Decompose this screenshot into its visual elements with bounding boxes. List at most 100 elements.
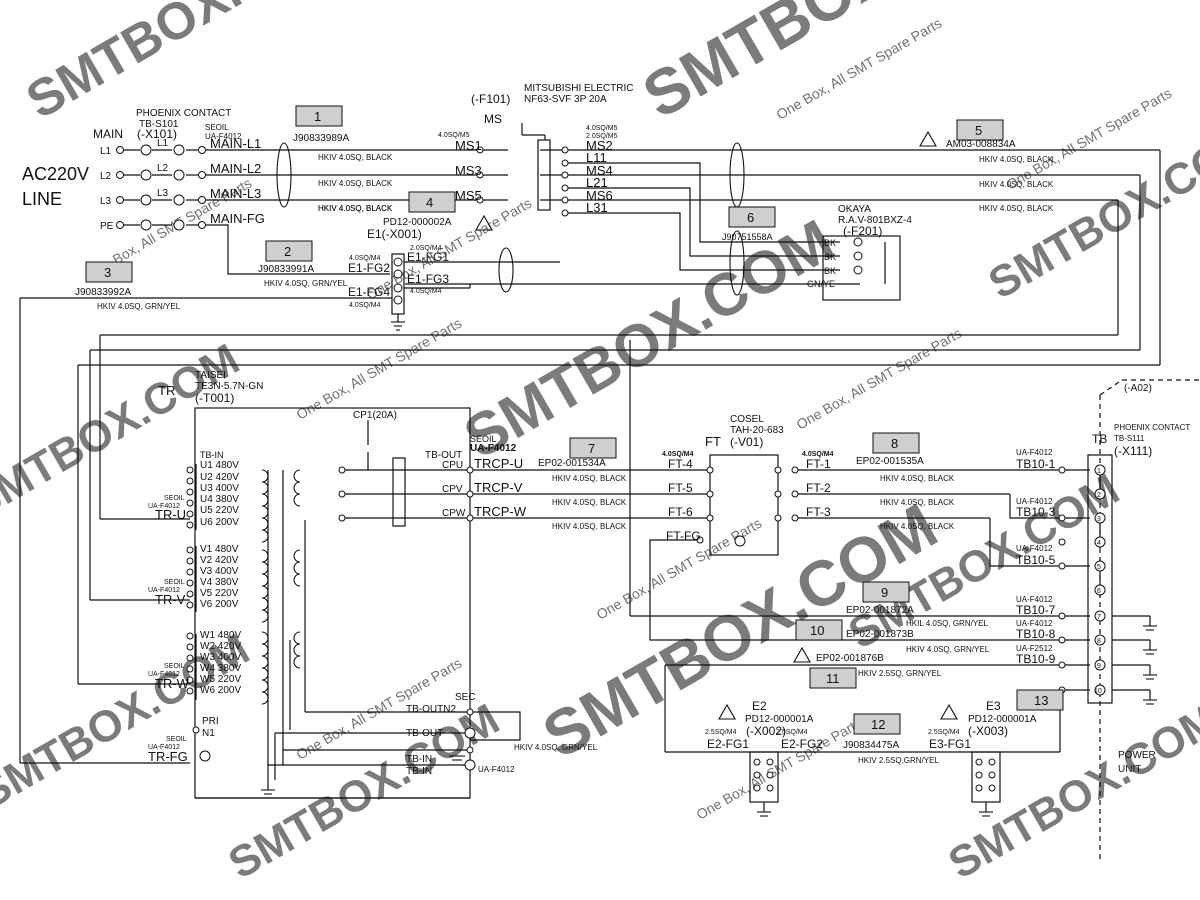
e2-fg1-label: E2-FG1 — [707, 737, 749, 751]
x101-label: (-X101) — [137, 127, 177, 141]
gnye-label: GN/YE — [807, 279, 835, 289]
t001-label: (-T001) — [195, 391, 234, 405]
ua-f4012-r8: UA-F4012 — [1016, 619, 1053, 628]
l2-in-label: L2 — [100, 171, 112, 182]
hkiv-black-3: HKIV 4.0SQ, BLACK — [318, 204, 393, 213]
ua-f4012-fg-label: UA-F4012 — [148, 744, 180, 751]
main-fg-label: MAIN-FG — [210, 211, 265, 226]
ep02-001534a-label: EP02-001534A — [538, 458, 606, 469]
v6-label: V6 200V — [200, 599, 239, 610]
svg-text:One Box, All SMT Spare Parts: One Box, All SMT Spare Parts — [294, 315, 465, 423]
pri-label: PRI — [202, 716, 219, 727]
hkiv-black-f1: HKIV 4.0SQ, BLACK — [880, 474, 955, 483]
hkiv-grnyel-2: HKIV 4.0SQ, GRN/YEL — [97, 302, 181, 311]
l21-label: L21 — [586, 175, 608, 190]
e3-fg1-label: E3-FG1 — [929, 737, 971, 751]
callout-9: 9 — [881, 585, 888, 600]
u1-label: U1 480V — [200, 460, 239, 471]
ua-f4012-r7: UA-F4012 — [1016, 595, 1053, 604]
ep02-001876b-label: EP02-001876B — [816, 653, 884, 664]
ua-f4012-out-label: UA-F4012 — [470, 443, 517, 454]
tr-label: TR — [158, 383, 175, 398]
warning-icon — [793, 646, 811, 663]
tr-u-label: TR-U — [155, 507, 186, 522]
a02-label: (-A02) — [1124, 383, 1152, 394]
seoil-v-label: SEOIL — [164, 579, 185, 586]
w40-m4-ft-l: 4.0SQ/M4 — [662, 451, 694, 458]
tb-num-6: 6 — [1097, 588, 1101, 595]
hkiv-25-grnyel-label: HKIV 2.5SQ, GRN/YEL — [858, 669, 942, 678]
ftfg-label: FT-FG — [666, 529, 701, 543]
ep02-001872a-label: EP02-001872A — [846, 605, 914, 616]
am03-label: AM03-008834A — [946, 139, 1016, 150]
hkiv-black-2: HKIV 4.0SQ, BLACK — [318, 179, 393, 188]
warning-icon — [919, 130, 937, 147]
e1-x001-label: E1(-X001) — [367, 227, 422, 241]
j90833991a-label: J90833991A — [258, 264, 314, 275]
f201-label: (-F201) — [843, 224, 882, 238]
trcp-v-label: TRCP-V — [474, 480, 523, 495]
l11-label: L11 — [586, 150, 607, 165]
callout-2: 2 — [284, 244, 291, 259]
w3-label: W3 400V — [200, 652, 241, 663]
main-l3-label: MAIN-L3 — [210, 186, 261, 201]
ms4-label: MS4 — [586, 163, 613, 178]
w40-m5-left: 4.0SQ/M5 — [438, 132, 470, 139]
sec-label: SEC — [455, 692, 476, 703]
callout-boxes — [85, 105, 1064, 735]
terminals — [116, 144, 1106, 792]
tah-label: TAH-20-683 — [730, 425, 784, 436]
tb-in-label: TB-IN — [200, 450, 224, 460]
callout-7: 7 — [588, 441, 595, 456]
j90833992a-label: J90833992A — [75, 287, 131, 298]
ua-f4012-r5: UA-F4012 — [1016, 544, 1053, 553]
l3-mid-label: L3 — [157, 188, 169, 199]
w40-m4-e1-b: 4.0SQ/M4 — [410, 288, 442, 295]
pd12-e3-label: PD12-000001A — [968, 714, 1037, 725]
tb-label: TB — [1092, 432, 1107, 446]
v01-label: (-V01) — [730, 435, 763, 449]
u3-label: U3 400V — [200, 483, 239, 494]
callout-8: 8 — [891, 436, 898, 451]
ac220v-label: AC220V — [22, 164, 89, 184]
cpv-label: CPV — [442, 484, 463, 495]
l3-in-label: L3 — [100, 196, 112, 207]
callout-6: 6 — [747, 210, 754, 225]
l1-in-label: L1 — [100, 146, 112, 157]
w40-m4-ft-r: 4.0SQ/M4 — [802, 451, 834, 458]
w2-label: W2 420V — [200, 641, 241, 652]
seoil-label: SEOIL — [205, 123, 229, 132]
seoil-out-label: SEOIL — [470, 434, 497, 444]
j90833989a-label: J90833989A — [293, 133, 349, 144]
ft3-label: FT-3 — [806, 505, 831, 519]
w1-label: W1 480V — [200, 630, 241, 641]
hkiv-grnyel-r: HKIV 4.0SQ, GRN/YEL — [906, 645, 990, 654]
ms3-label: MS3 — [455, 163, 482, 178]
hkiv-black-r3: HKIV 4.0SQ, BLACK — [979, 204, 1054, 213]
bk-2-label: BK — [824, 252, 836, 262]
hkiv-25-grnyel2-label: HKIV 2.5SQ,GRN/YEL — [858, 756, 939, 765]
cpw-label: CPW — [442, 508, 466, 519]
hkiv-black-t1: HKIV 4.0SQ, BLACK — [552, 474, 627, 483]
te3n-label: TE3N-5.7N-GN — [195, 381, 263, 392]
tb-num-8: 8 — [1097, 638, 1101, 645]
tb-num-10: 10 — [1094, 688, 1102, 695]
tb-outn2-label: TB-OUTN2 — [406, 704, 456, 715]
pd12-000002a-label: PD12-000002A — [383, 217, 452, 228]
ua-f4012-v-label: UA-F4012 — [148, 587, 180, 594]
ms-label: MS — [484, 112, 502, 126]
hkiv-black-1: HKIV 4.0SQ, BLACK — [318, 153, 393, 162]
ft2-label: FT-2 — [806, 481, 831, 495]
hkil-grnyel-label: HKIL 4.0SQ, GRN/YEL — [906, 619, 989, 628]
ground-symbols — [261, 321, 1157, 817]
ep02-001873b-label: EP02-001873B — [846, 629, 914, 640]
v2-label: V2 420V — [200, 555, 239, 566]
tb-out-label: TB-OUT — [406, 728, 443, 739]
x111-label: (-X111) — [1114, 444, 1152, 458]
ms1-label: MS1 — [455, 138, 482, 153]
tb-s111-label: TB-S111 — [1114, 434, 1145, 443]
e2-label: E2 — [752, 699, 767, 713]
tr-w-label: TR-W — [155, 676, 190, 691]
hkiv-black-f2: HKIV 4.0SQ, BLACK — [880, 498, 955, 507]
ua-f4012-u-label: UA-F4012 — [148, 503, 180, 510]
